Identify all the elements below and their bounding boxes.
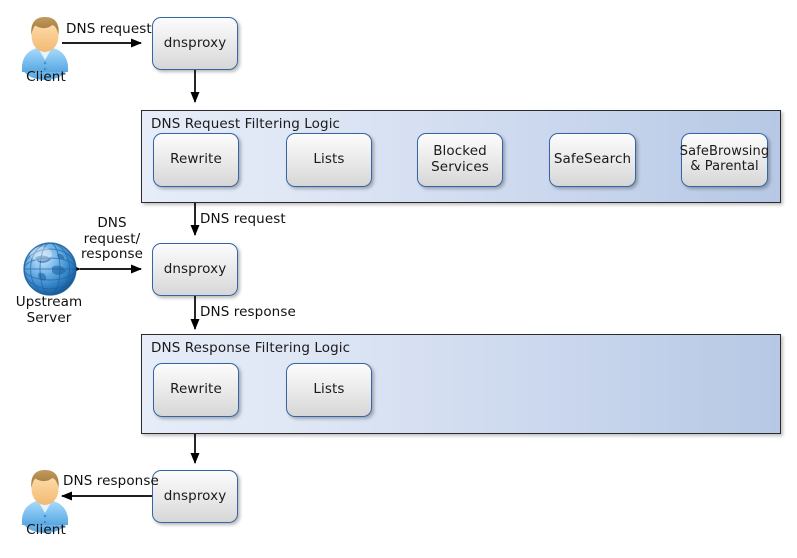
edge-label-proxy-to-client: DNS response	[63, 473, 159, 489]
upstream-exchange-line1: DNS	[97, 215, 127, 231]
edge-label-client-to-proxy: DNS request	[66, 21, 152, 37]
dnsproxy-label: dnsproxy	[163, 260, 227, 277]
dnsproxy-label: dnsproxy	[163, 34, 227, 51]
container-response-filtering: DNS Response Filtering Logic	[141, 334, 781, 434]
dnsproxy-node-1[interactable]: dnsproxy	[152, 17, 238, 70]
upstream-caption-line2: Server	[26, 309, 72, 326]
dnsproxy-label: dnsproxy	[163, 487, 227, 504]
container-title: DNS Request Filtering Logic	[151, 116, 341, 132]
globe-icon	[23, 242, 77, 296]
stage-label-line2: & Parental	[690, 159, 759, 174]
stage-blocked-services[interactable]: Blocked Services	[417, 133, 503, 187]
dnsproxy-node-3[interactable]: dnsproxy	[152, 470, 238, 523]
stage-label-line1: SafeBrowsing	[679, 144, 770, 160]
stage-label: Rewrite	[170, 381, 222, 398]
actor-caption-client-bottom: Client	[26, 522, 66, 538]
edge-label-proxy-to-filter: DNS request	[200, 211, 286, 227]
stage-label: SafeBrowsing & Parental	[677, 144, 772, 175]
stage-safesearch[interactable]: SafeSearch	[549, 133, 636, 187]
stage-label: SafeSearch	[553, 151, 632, 168]
stage-label: Lists	[313, 381, 345, 398]
stage-rewrite-response[interactable]: Rewrite	[153, 363, 239, 417]
stage-label: Blocked Services	[428, 144, 492, 175]
container-request-filtering: DNS Request Filtering Logic	[141, 110, 781, 203]
edge-label-upstream-exchange: DNS request/ response	[70, 215, 154, 263]
stage-label: Rewrite	[170, 151, 222, 168]
edge-label-proxy-to-response: DNS response	[200, 304, 296, 320]
dnsproxy-node-2[interactable]: dnsproxy	[152, 243, 238, 296]
actor-caption-client-top: Client	[26, 69, 66, 85]
stage-label-line2: Services	[431, 159, 489, 175]
upstream-exchange-line2: request/	[83, 230, 141, 247]
stage-safebrowsing-parental[interactable]: SafeBrowsing & Parental	[680, 133, 769, 187]
container-title: DNS Response Filtering Logic	[151, 340, 351, 356]
stage-lists-response[interactable]: Lists	[286, 363, 372, 417]
stage-label: Lists	[313, 151, 345, 168]
stage-rewrite-request[interactable]: Rewrite	[153, 133, 239, 187]
upstream-caption-line1: Upstream	[15, 294, 83, 310]
stage-label-line1: Blocked	[433, 143, 487, 160]
upstream-exchange-line3: response	[80, 246, 144, 263]
actor-caption-upstream: Upstream Server	[4, 294, 94, 326]
stage-lists-request[interactable]: Lists	[286, 133, 372, 187]
